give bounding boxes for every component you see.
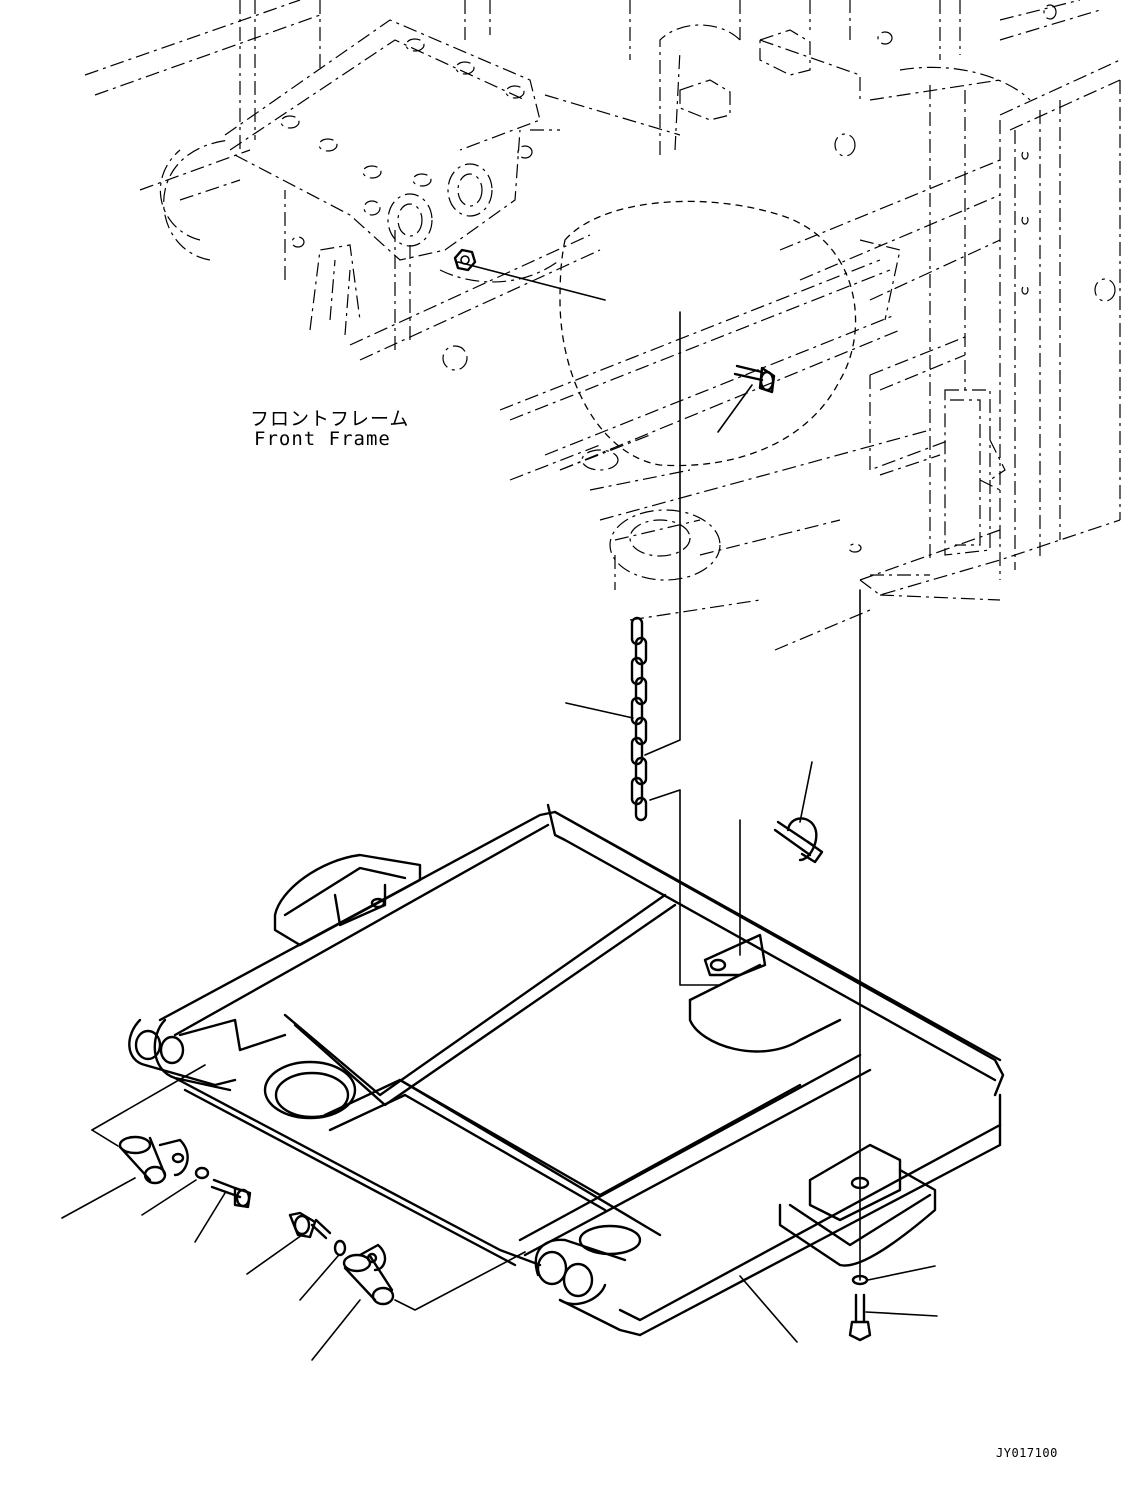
leader-line-bolt-right (865, 1311, 938, 1317)
bolt-center (288, 1211, 332, 1240)
assembly-line-left-bottom (91, 1129, 119, 1147)
front-frame-label-en: Front Frame (254, 428, 391, 450)
assembly-line-chain-bottom (649, 789, 721, 986)
leader-line-bolt-upper (717, 384, 753, 433)
drawing-code: JY017100 (996, 1446, 1058, 1460)
leader-line-lower-frame (739, 1275, 798, 1343)
washer-right (851, 1274, 869, 1286)
assembly-line-chain-top (644, 311, 681, 756)
nut (453, 248, 477, 272)
pin-left (118, 1135, 189, 1185)
assembly-line-center (394, 1251, 526, 1311)
chain (630, 616, 648, 822)
front-frame-holes (280, 4, 1116, 581)
lower-frame (128, 803, 1005, 1337)
bolt-left (210, 1178, 252, 1209)
lock-pin (773, 817, 824, 864)
leader-line-washer-right (867, 1265, 936, 1281)
leader-line-chain (565, 702, 634, 719)
hidden-area-outline (559, 200, 857, 467)
leader-line-bolt-center (246, 1234, 303, 1275)
front-frame-phantom (84, 0, 1121, 651)
bolt-upper (733, 364, 776, 394)
leader-line-nut (457, 261, 606, 301)
leader-line-lock-pin (799, 761, 813, 823)
leader-line-washer-center (299, 1255, 339, 1301)
leader-line-pin-center (311, 1299, 361, 1361)
leader-line-bolt-left (194, 1192, 226, 1243)
front-frame-label-jp: フロントフレーム (250, 408, 410, 430)
leader-line-washer-left (141, 1179, 197, 1216)
pin-center (342, 1243, 395, 1306)
leader-line-pin-left (61, 1177, 136, 1219)
washer-center (333, 1239, 347, 1257)
bolt-right (848, 1293, 872, 1342)
washer-left (194, 1166, 210, 1180)
assembly-line-left-top (91, 1064, 206, 1131)
